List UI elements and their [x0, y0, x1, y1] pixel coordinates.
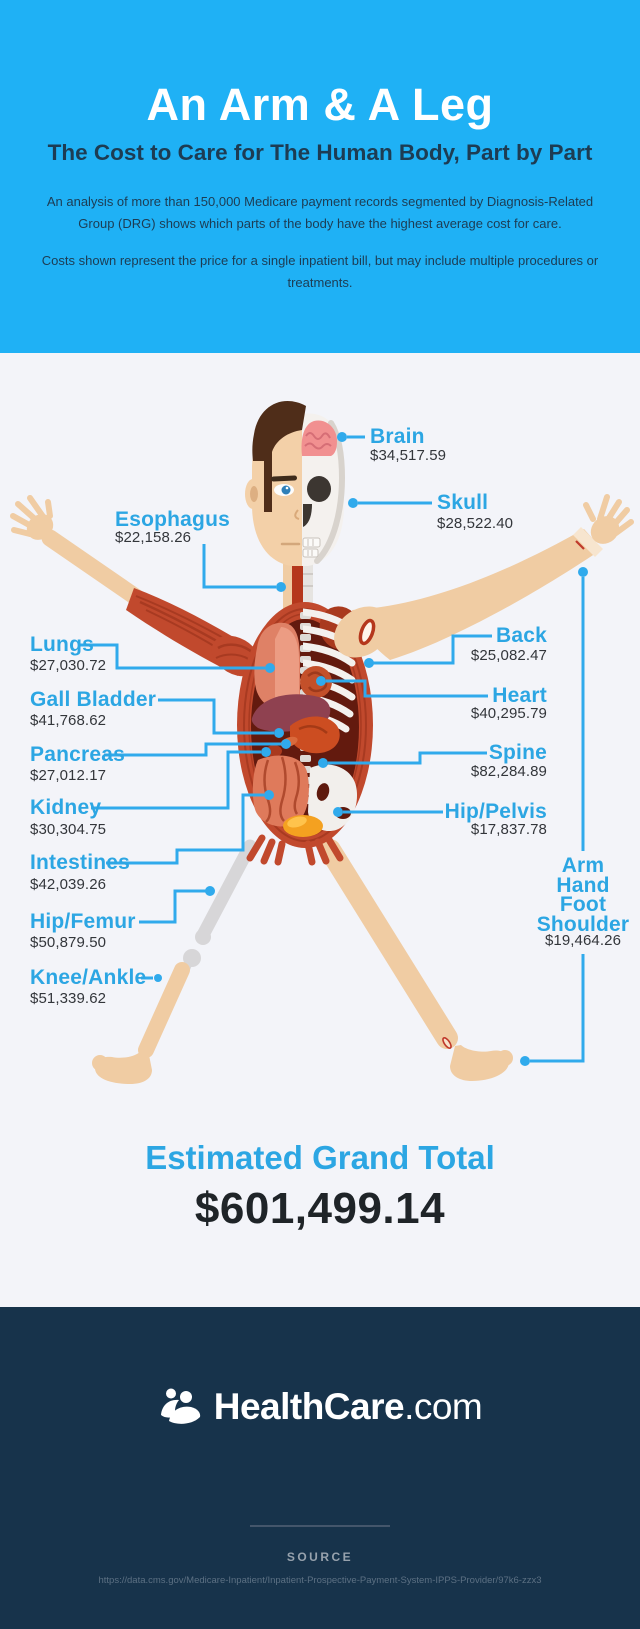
nasal-cavity	[303, 504, 312, 527]
healthcare-people-icon	[160, 1388, 200, 1424]
intestines-organ	[252, 755, 309, 827]
leader-lungs	[79, 643, 265, 670]
intro-paragraph-2: Costs shown represent the price for a si…	[41, 253, 599, 290]
source-label: SOURCE	[286, 1550, 354, 1564]
heart-organ	[300, 666, 332, 698]
grand-total-amount: $601,499.14	[194, 1184, 446, 1233]
left-foot	[94, 1050, 152, 1084]
footer-section: HealthCare.com SOURCE https://data.cms.g…	[0, 1307, 640, 1629]
leader-gall-bladder	[158, 698, 274, 735]
grand-total-section: Estimated Grand Total $601,499.14	[0, 1140, 640, 1232]
leader-hip-femur	[139, 889, 206, 924]
nose-line	[294, 509, 300, 520]
eye-socket	[307, 476, 331, 502]
leader-kidney	[91, 750, 261, 810]
source-url: https://data.cms.gov/Medicare-Inpatient/…	[98, 1575, 542, 1586]
leader-esophagus	[202, 544, 276, 589]
brand-logo: HealthCare.com	[0, 1387, 640, 1427]
left-leg	[92, 839, 257, 1084]
right-leg	[319, 839, 513, 1081]
right-arm	[352, 494, 634, 660]
leader-heart	[326, 679, 488, 698]
stomach-organ	[290, 716, 340, 754]
leader-arm-bottom	[530, 954, 585, 1063]
grand-total-label: Estimated Grand Total	[145, 1139, 495, 1176]
page-title: An Arm & A Leg	[146, 79, 494, 130]
brand-wordmark: HealthCare.com	[213, 1386, 483, 1427]
page-subtitle: The Cost to Care for The Human Body, Par…	[47, 140, 593, 165]
intro-paragraph-1: An analysis of more than 150,000 Medicar…	[46, 194, 594, 231]
leader-spine	[328, 751, 487, 765]
brain-shape	[301, 420, 337, 456]
hair	[252, 401, 306, 512]
left-hand	[10, 495, 54, 540]
head	[245, 401, 346, 566]
eyebrow	[271, 475, 298, 482]
thigh-muscles	[246, 834, 344, 866]
leader-pancreas	[104, 742, 281, 757]
anatomy-figure	[10, 401, 634, 1084]
right-foot	[450, 1045, 510, 1081]
skull-teeth	[302, 537, 321, 558]
leader-dots	[154, 432, 588, 1066]
bladder-organ	[283, 815, 323, 837]
leader-intestines	[106, 793, 264, 865]
header-section: An Arm & A Leg The Cost to Care for The …	[0, 0, 640, 353]
pelvis-bone	[308, 764, 358, 832]
left-arm	[10, 495, 261, 677]
leader-lines	[79, 435, 585, 1063]
leader-back	[373, 634, 492, 665]
lungs-organ	[254, 622, 300, 714]
right-hand	[583, 494, 634, 544]
footer-divider	[250, 1525, 390, 1527]
right-shoulder-cut	[334, 606, 390, 658]
